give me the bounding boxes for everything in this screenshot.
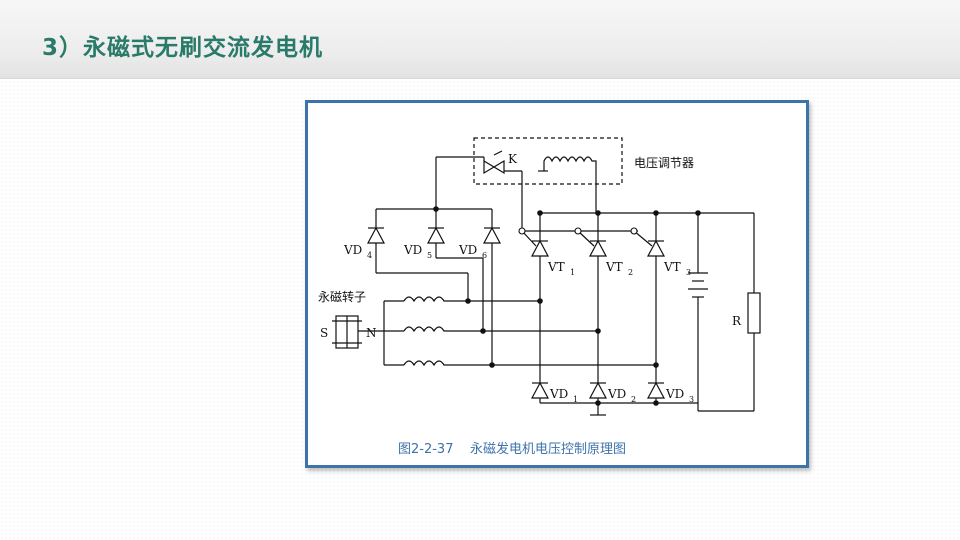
load-resistor [747, 292, 761, 334]
diode-vd6 [483, 226, 501, 244]
vd2-label: VD [607, 387, 626, 401]
thyristor-vt3 [647, 239, 665, 257]
diode-vd2 [589, 381, 607, 399]
figure-caption: 图2-2-37 永磁发电机电压控制原理图 [398, 441, 626, 457]
regulator-coil [543, 156, 597, 171]
load-label: R [732, 314, 742, 328]
vt2-label: VT [605, 260, 623, 274]
svg-text:1: 1 [573, 395, 578, 404]
vd3-label: VD [665, 387, 684, 401]
vd5-label: VD [403, 243, 422, 257]
switch-label: K [508, 152, 518, 166]
stator-coil-1 [403, 296, 540, 303]
figure-frame: K 电压调节器 永磁转子 S N R VD 4 VD 5 VD 6 VT 1 V… [305, 100, 809, 468]
thyristor-vt1 [531, 239, 549, 257]
svg-text:1: 1 [570, 268, 575, 277]
pole-n-label: N [366, 326, 377, 340]
svg-text:3: 3 [686, 268, 691, 277]
stator-coil-2 [403, 326, 598, 333]
svg-text:4: 4 [367, 251, 372, 260]
stator-coil-3 [403, 360, 656, 367]
switch-k [483, 159, 505, 175]
diode-vd3 [647, 381, 665, 399]
circuit-diagram: K 电压调节器 永磁转子 S N R VD 4 VD 5 VD 6 VT 1 V… [318, 137, 761, 457]
regulator-label: 电压调节器 [634, 156, 694, 170]
vd1-label: VD [549, 387, 568, 401]
vd6-label: VD [458, 243, 477, 257]
vt1-label: VT [547, 260, 565, 274]
slide-title: 3）永磁式无刷交流发电机 [42, 35, 324, 61]
thyristor-vt2 [589, 239, 607, 257]
vt3-label: VT [663, 260, 681, 274]
regulator-box [473, 137, 623, 185]
svg-text:2: 2 [631, 395, 636, 404]
svg-text:2: 2 [628, 268, 633, 277]
rotor-label: 永磁转子 [318, 289, 366, 304]
diode-vd5 [427, 226, 445, 244]
svg-text:3: 3 [689, 395, 694, 404]
vd4-label: VD [343, 243, 362, 257]
svg-text:5: 5 [427, 251, 432, 260]
svg-text:6: 6 [482, 251, 487, 260]
diode-vd4 [367, 226, 385, 244]
diode-vd1 [531, 381, 549, 399]
pole-s-label: S [320, 326, 328, 340]
title-bar: 3）永磁式无刷交流发电机 [0, 0, 960, 79]
